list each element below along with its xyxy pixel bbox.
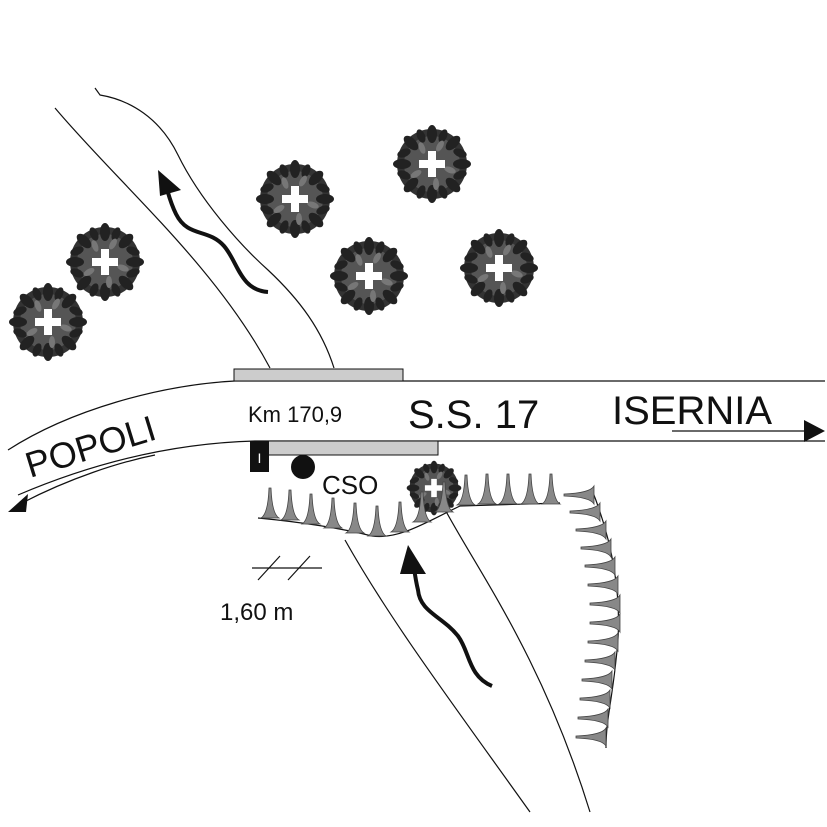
kilometer-marker: I (250, 441, 269, 472)
tree-symbol (66, 223, 144, 301)
kilometer-label: Km 170,9 (248, 402, 342, 427)
road-name-label: S.S. 17 (408, 393, 539, 437)
upper-river-west-bank (54, 107, 271, 369)
tree-symbol-small (406, 460, 462, 516)
road-north-edge (7, 380, 825, 451)
lower-river-east-bank (439, 499, 591, 813)
lower-flow-arrow (400, 545, 493, 688)
upper-flow-arrow (158, 170, 269, 294)
tree-symbol (330, 237, 408, 315)
tree-symbol (256, 160, 334, 238)
marker-letter: I (258, 450, 262, 466)
station-code-label: CSO (322, 470, 378, 500)
upper-bridge (233, 368, 404, 382)
embankment-vertical-hachures (563, 485, 621, 747)
scale-symbol (252, 555, 322, 581)
tree-symbol (9, 283, 88, 361)
distance-label: 1,60 m (220, 599, 293, 626)
west-direction-arrow (8, 454, 156, 512)
lower-bridge (267, 440, 439, 456)
upper-river-east-bank (94, 87, 335, 369)
tree-symbol (460, 229, 538, 307)
tree-symbol (393, 125, 471, 203)
lower-river-west-bank (344, 539, 531, 813)
embankment-line (257, 502, 561, 538)
station-dot (291, 455, 315, 479)
road-south-edge (17, 440, 825, 496)
east-town-label: ISERNIA (612, 389, 772, 433)
east-direction-arrow (672, 420, 825, 442)
